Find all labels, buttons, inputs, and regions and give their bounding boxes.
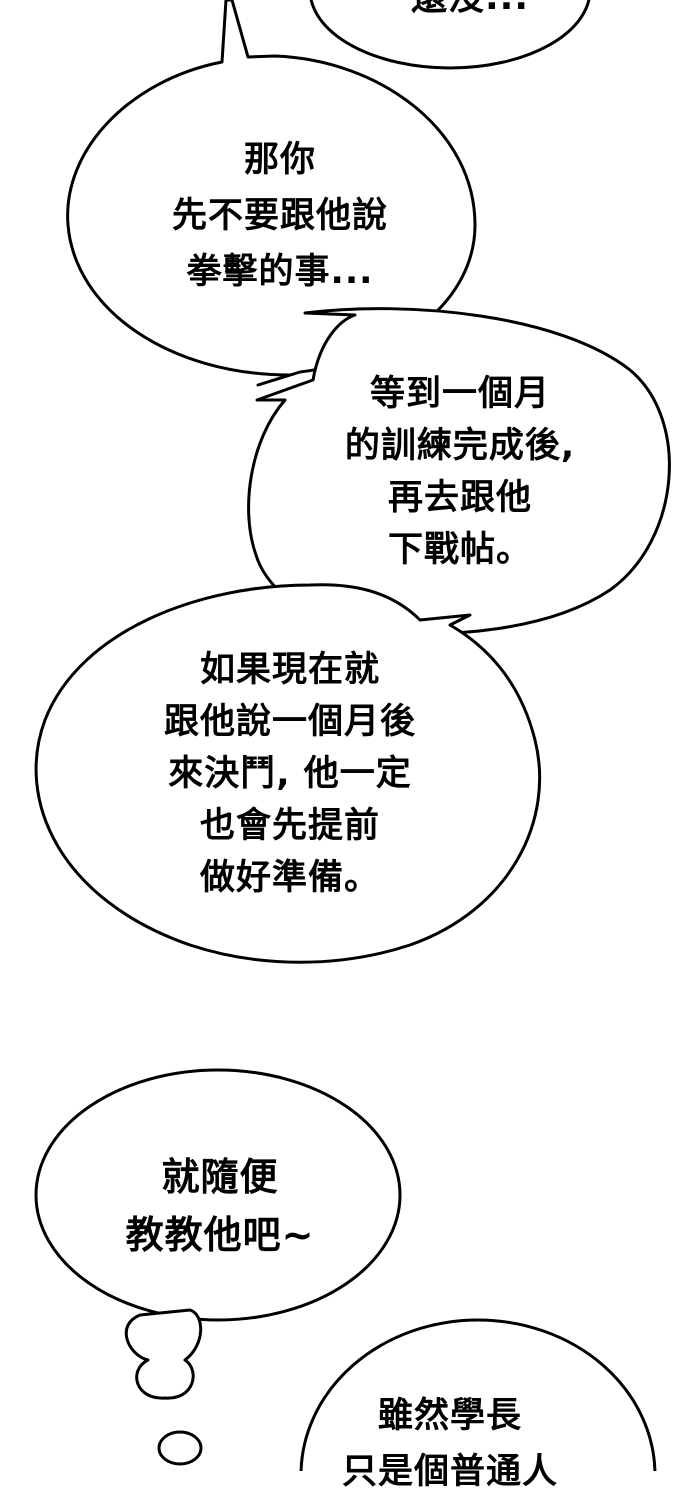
bubble-5-text: 雖然學長 只是個普通人: [320, 1388, 580, 1500]
bubble-line: 做好準備。: [199, 858, 380, 898]
bubble-line: 跟他說一個月後: [163, 702, 416, 742]
bubble-line: 只是個普通人: [341, 1452, 558, 1492]
bubble-line: 的訓練完成後,: [344, 426, 576, 466]
bubble-line: 下戰帖。: [387, 530, 532, 570]
bubble-top-cut-shape: [309, 0, 591, 70]
bubble-5-shape: [299, 1318, 657, 1471]
bubble-1-shape: [66, 0, 477, 387]
bubble-line: 拳擊的事...: [186, 252, 374, 292]
bubble-line: 還沒...: [380, 0, 560, 24]
bubble-line: 來決鬥, 他一定: [168, 754, 412, 794]
bubble-4-shape: [34, 1068, 402, 1322]
bubble-line: 先不要跟他說: [171, 196, 388, 236]
bubble-line: 如果現在就: [199, 650, 380, 690]
bubble-1-text: 那你 先不要跟他說 拳擊的事...: [130, 132, 430, 300]
bubble-3-shape: [34, 583, 542, 964]
bubble-4-text: 就隨便 教教他吧~: [90, 1148, 350, 1264]
bubble-3-text: 如果現在就 跟他說一個月後 來決鬥, 他一定 也會先提前 做好準備。: [130, 644, 450, 904]
bubble-line: 雖然學長: [377, 1396, 522, 1436]
bubble-line: 等到一個月: [369, 374, 550, 414]
bubble-line: 也會先提前: [199, 806, 380, 846]
bubble-2-text: 等到一個月 的訓練完成後, 再去跟他 下戰帖。: [310, 368, 610, 576]
bubble-line: 再去跟他: [387, 478, 532, 518]
bubble-line: 就隨便: [161, 1155, 279, 1199]
thought-puff-2: [157, 1430, 203, 1466]
bubble-top-cut-text: 還沒...: [380, 0, 560, 24]
bubble-line: 教教他吧~: [125, 1213, 315, 1257]
bubble-line: 那你: [243, 140, 316, 180]
thought-puff-1: [124, 1308, 203, 1400]
